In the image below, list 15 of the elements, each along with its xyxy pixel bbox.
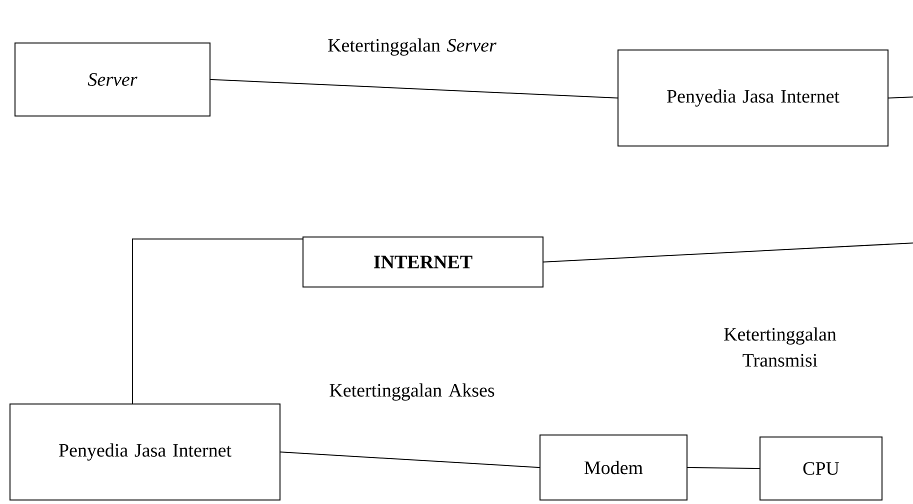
connector-line [210, 79, 618, 98]
process-box: INTERNET [302, 236, 544, 288]
process-box: CPU [760, 436, 882, 500]
edge-label: Ketertinggalan Server [328, 38, 496, 56]
process-box: Modem [540, 434, 688, 500]
edge-label: Ketertinggalan Transmisi [724, 327, 836, 367]
connector-line [132, 238, 303, 404]
connector-line [687, 467, 760, 469]
connector-line [280, 452, 540, 468]
process-box: Penyedia Jasa Internet [618, 50, 888, 146]
connector-line [888, 96, 913, 98]
process-box: Server [14, 42, 210, 116]
process-box: Penyedia Jasa Internet [10, 404, 280, 500]
edge-label: Ketertinggalan Akses [330, 383, 494, 401]
connector-line [543, 242, 913, 262]
